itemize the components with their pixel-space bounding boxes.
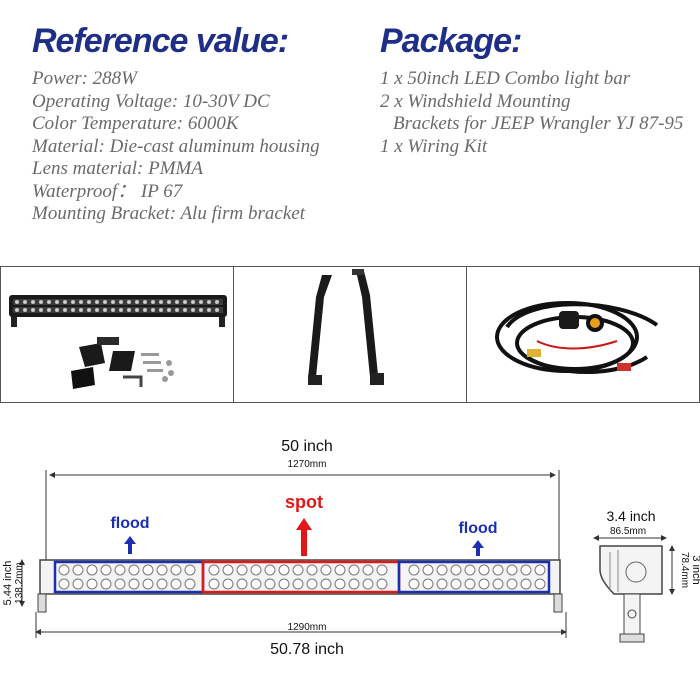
light-bar-body [9, 295, 227, 317]
top-length-mm: 1270mm [288, 459, 327, 470]
package-item-brackets-cont: Brackets for JEEP Wrangler YJ 87-95 [393, 113, 684, 134]
depth-mm: 86.5mm [610, 526, 646, 537]
bottom-length-inch: 50.78 inch [270, 641, 344, 658]
allen-key [123, 375, 143, 387]
led-dots [15, 300, 219, 312]
right-flood-arrow [472, 540, 484, 556]
height-mm: 138.2mm [14, 562, 25, 604]
height-inch: 5.44 inch [2, 561, 14, 606]
package-item-brackets: 2 x Windshield Mounting [380, 90, 571, 112]
right-flood-zone [397, 560, 551, 594]
right-flood-label: flood [458, 520, 497, 537]
side-view-housing [599, 545, 663, 595]
left-flood-arrow [124, 536, 136, 554]
side-view-bracket [623, 593, 641, 635]
light-bar-kit-image [9, 295, 227, 389]
package-item-light-bar: 1 x 50inch LED Combo light bar [380, 68, 631, 89]
relay-box [559, 311, 579, 329]
spec-power: Power: 288W [32, 68, 138, 89]
left-flood-label: flood [110, 515, 149, 532]
side-height-mm: 78.4mm [679, 552, 690, 588]
package-item-wiring-kit: 1 x Wiring Kit [380, 135, 488, 157]
wiring-kit-image [495, 301, 659, 374]
left-bracket [308, 275, 332, 379]
reference-heading: Reference value: [32, 22, 289, 60]
right-bracket [356, 271, 378, 377]
spec-list: Power: 288W Operating Voltage: 10-30V DC… [32, 68, 320, 226]
wiring-harness [495, 301, 659, 374]
package-list: 1 x 50inch LED Combo light bar 2 x Winds… [380, 68, 683, 158]
side-height-inch: 3 inch [690, 555, 700, 584]
top-length-inch: 50 inch [281, 438, 333, 455]
spot-arrow [296, 518, 312, 556]
spec-color-temperature: Color Temperature: 6000K [32, 113, 239, 134]
dimension-diagram: 50 inch 1270mm flood spot flood 5.44 inc… [2, 438, 700, 658]
bottom-length-mm: 1290mm [288, 622, 327, 633]
package-heading: Package: [380, 22, 522, 60]
depth-inch: 3.4 inch [606, 508, 655, 524]
spot-label: spot [285, 492, 323, 512]
spec-mounting-bracket: Mounting Bracket: Alu firm bracket [32, 203, 305, 224]
spec-lens-material: Lens material: PMMA [32, 158, 203, 179]
wiring-kit-photo-panel [466, 266, 700, 403]
bolts-hardware [141, 353, 174, 382]
spec-waterproof: Waterproof： IP 67 [32, 180, 183, 202]
windshield-bracket-photo-panel [233, 266, 467, 403]
spec-material: Material: Die-cast aluminum housing [32, 135, 320, 157]
switch-icon [590, 318, 600, 328]
windshield-brackets-image [308, 269, 384, 385]
led-grid [58, 564, 546, 590]
mounting-bracket-piece [79, 343, 105, 367]
light-bar-photo-panel [0, 266, 234, 403]
spec-voltage: Operating Voltage: 10-30V DC [32, 90, 270, 112]
